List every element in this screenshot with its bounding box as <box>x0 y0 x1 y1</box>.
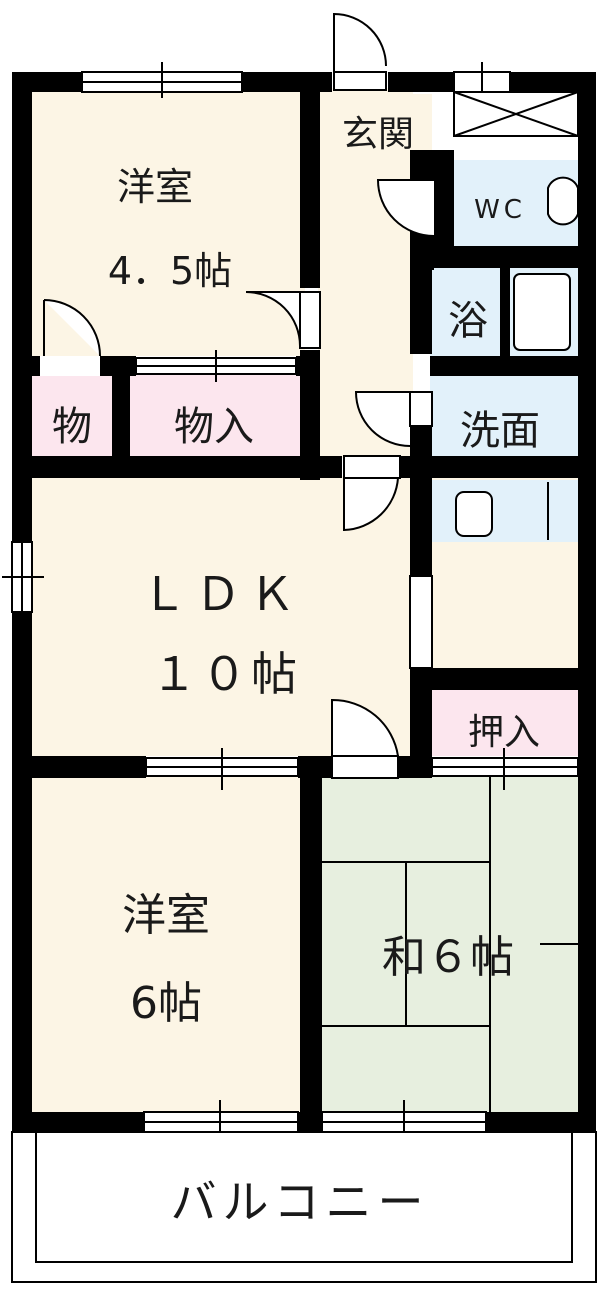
fixtures <box>455 176 579 540</box>
storage-closet-label: 物入 <box>174 404 254 450</box>
ldk-name: ＬＤＫ <box>141 567 303 621</box>
japanese-room-label: 和６帖 <box>382 932 514 983</box>
western-room-1-size: 4．5帖 <box>108 249 232 293</box>
washroom-label: 洗面 <box>460 408 540 454</box>
balcony-inner <box>35 1131 573 1263</box>
storage-small-label: 物 <box>52 404 92 450</box>
bathtub <box>513 273 571 351</box>
ventilation-box <box>453 91 579 137</box>
toilet-label: WC <box>474 195 526 225</box>
interior-doors <box>43 179 435 779</box>
windows <box>2 62 579 1142</box>
storage-small-floor <box>32 376 112 456</box>
oshiire-label: 押入 <box>468 712 540 753</box>
bath-label: 浴 <box>448 298 488 344</box>
western-room-2-floor <box>32 776 300 1112</box>
western-room-2-name: 洋室 <box>122 890 210 941</box>
western-room-1-name: 洋室 <box>117 165 193 209</box>
entrance-door <box>333 12 387 91</box>
walls <box>12 72 596 1132</box>
washroom-floor <box>430 376 578 456</box>
balcony-label: バルコニー <box>170 1175 429 1229</box>
balcony <box>11 1131 597 1283</box>
toilet-bowl <box>547 176 579 226</box>
oshiire-floor <box>432 690 578 756</box>
entrance-floor <box>322 94 432 160</box>
western-room-2-size: 6帖 <box>130 978 202 1029</box>
kitchen-counter <box>430 480 578 542</box>
entrance-label: 玄関 <box>342 114 414 155</box>
japanese-room-floor <box>320 776 578 1112</box>
storage-closet-floor <box>128 374 300 456</box>
kitchen-sink <box>455 491 493 537</box>
ldk-size: １０帖 <box>151 647 301 701</box>
tatami-lines <box>320 776 578 1112</box>
